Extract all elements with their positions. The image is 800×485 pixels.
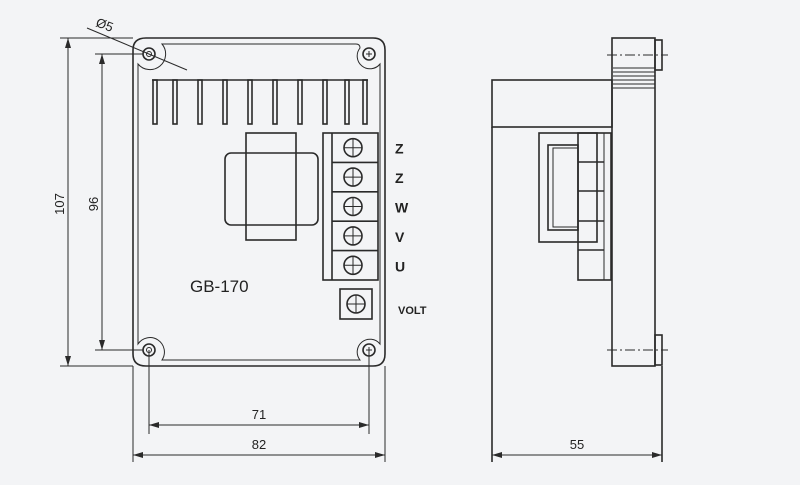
dim-hole-diameter: Ø5 [94,15,115,35]
terminal-label: Z [395,170,404,186]
terminal-screw[interactable] [343,196,363,217]
side-view [491,37,668,462]
side-terminal-block [577,132,612,281]
voltage-potentiometer[interactable] [339,288,373,320]
terminal-screw[interactable] [343,226,363,246]
heatsink-fin [362,79,368,125]
front-view: GB-170 VOLT [132,37,427,367]
terminal-label: Z [395,141,404,157]
dim-width-outer: 82 [252,437,266,452]
dim-depth: 55 [570,437,584,452]
terminal-label: W [395,200,409,216]
base-plate-outline [132,37,386,367]
model-label: GB-170 [190,277,249,296]
terminal-screw[interactable] [343,255,363,276]
dim-width-holes: 71 [252,407,266,422]
heatsink-fin [322,79,328,125]
transformer [224,132,319,241]
terminal-block [322,132,379,281]
heatsink-fin [297,79,303,125]
terminal-label: U [395,258,405,274]
terminal-screw[interactable] [343,137,363,158]
terminal-label: V [395,229,405,245]
base-plate-inner-edge [137,43,381,361]
heatsink-fin [172,79,178,125]
volt-label: VOLT [398,305,427,317]
terminal-screw[interactable] [343,167,363,187]
heatsink-fin [344,79,350,125]
heatsink-fin [272,79,278,125]
heatsink [152,79,368,125]
heatsink-fin [197,79,203,125]
heatsink-fin [247,79,253,125]
dim-height-holes: 96 [86,197,101,211]
heatsink-fin [222,79,228,125]
dimensions: 107 96 71 82 55 Ø5 [52,15,662,462]
heatsink-fin [152,79,158,125]
dim-height-outer: 107 [52,193,67,215]
